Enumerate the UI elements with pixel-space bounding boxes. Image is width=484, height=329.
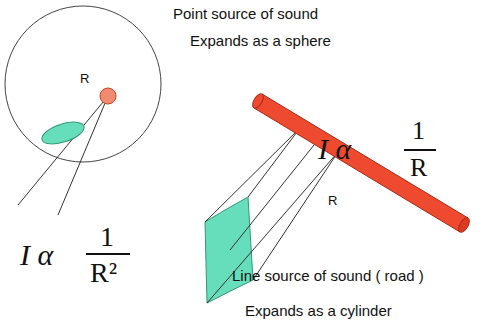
sphere-outline bbox=[5, 6, 161, 162]
caption-text: Expands as a cylinder bbox=[245, 303, 392, 320]
formula-denominator: R² bbox=[90, 258, 117, 289]
formula-text: I α bbox=[20, 238, 53, 271]
radius-label: R bbox=[328, 194, 337, 208]
ray-line bbox=[205, 128, 300, 222]
ray-line bbox=[248, 128, 300, 197]
formula-numerator: 1 bbox=[412, 117, 425, 146]
radius-label: R bbox=[80, 72, 89, 86]
formula-text: I α bbox=[318, 132, 351, 165]
fraction-bar bbox=[86, 253, 130, 255]
ray-line bbox=[58, 96, 108, 215]
formula-denominator: R bbox=[410, 154, 427, 183]
caption-text: Point source of sound bbox=[173, 6, 318, 23]
ray-line bbox=[253, 152, 338, 280]
point-source bbox=[100, 88, 116, 104]
area-patch bbox=[205, 197, 253, 303]
caption-text: Line source of sound ( road ) bbox=[232, 268, 424, 285]
area-patch bbox=[39, 118, 86, 149]
formula-numerator: 1 bbox=[100, 222, 114, 253]
line-source-rod bbox=[250, 92, 471, 234]
caption-text: Expands as a sphere bbox=[190, 33, 331, 50]
ray-line bbox=[18, 96, 108, 205]
fraction-bar bbox=[404, 149, 436, 151]
radius-line bbox=[230, 140, 318, 250]
